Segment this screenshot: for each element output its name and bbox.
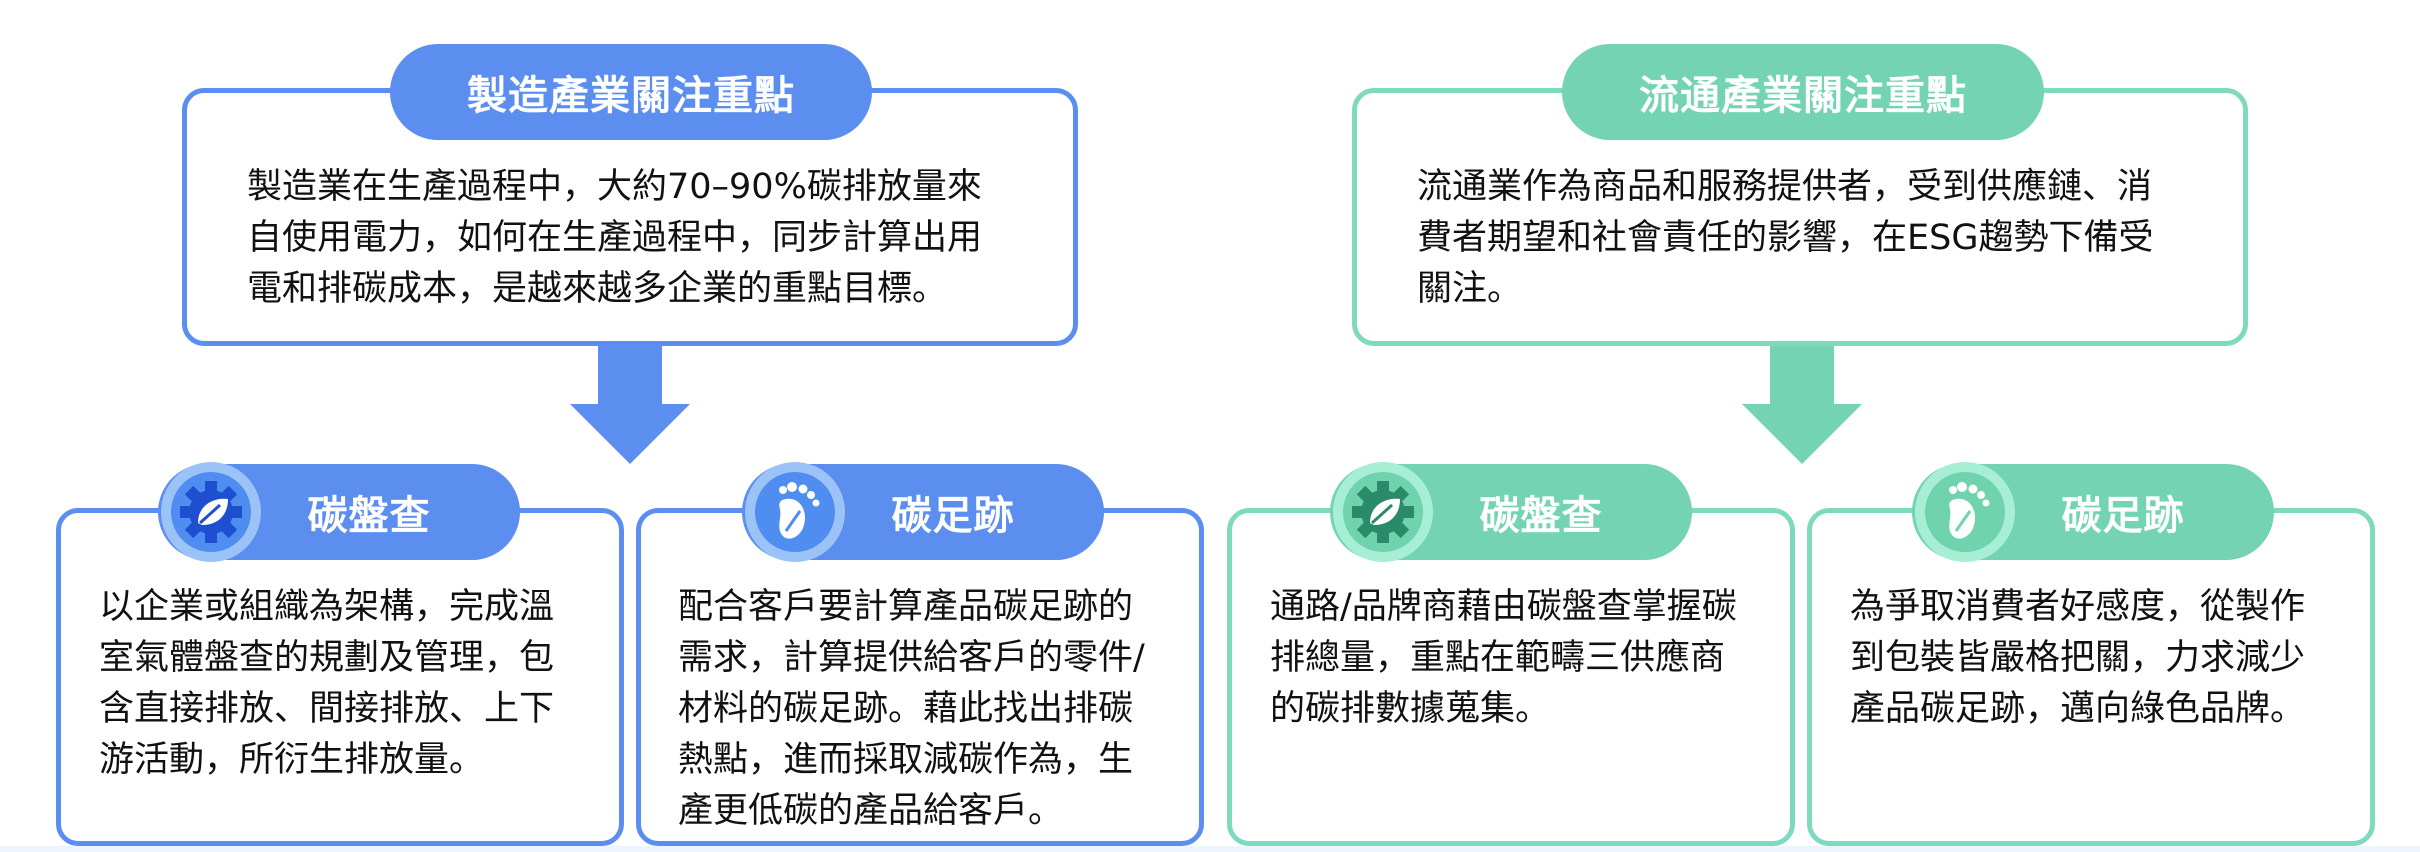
- manufacturing-inventory-title: 碳盤查: [307, 493, 431, 539]
- distribution-header: 流通產業關注重點: [1562, 44, 2044, 140]
- manufacturing-header: 製造產業關注重點: [390, 44, 872, 140]
- distribution-footprint-title: 碳足跡: [2061, 493, 2185, 539]
- gear-leaf-icon: [1330, 459, 1436, 565]
- gear-leaf-icon: [158, 459, 264, 565]
- manufacturing-footprint-card: [636, 508, 1204, 846]
- manufacturing-down-arrow: [570, 346, 690, 464]
- manufacturing-description: 製造業在生產過程中，大約70–90%碳排放量來 自使用電力，如何在生產過程中，同…: [247, 167, 983, 309]
- distribution-inventory-text: 通路/品牌商藉由碳盤查掌握碳 排總量，重點在範疇三供應商 的碳排數據蒐集。: [1270, 587, 1737, 729]
- manufacturing-footprint-title: 碳足跡: [891, 493, 1015, 539]
- distribution-down-arrow: [1742, 346, 1862, 464]
- manufacturing-inventory-card: [56, 508, 624, 846]
- manufacturing-footprint-text: 配合客戶要計算產品碳足跡的 需求，計算提供給客戶的零件/ 材料的碳足跡。藉此找出…: [678, 587, 1145, 831]
- bottom-band: [0, 846, 2420, 852]
- distribution-description: 流通業作為商品和服務提供者，受到供應鏈、消 費者期望和社會責任的影響，在ESG趨…: [1417, 167, 2154, 309]
- manufacturing-inventory-text: 以企業或組織為架構，完成溫 室氣體盤查的規劃及管理，包 含直接排放、間接排放、上…: [99, 587, 555, 780]
- footprint-icon: [1912, 459, 2018, 565]
- distribution-summary-box: [1352, 88, 2248, 346]
- distribution-inventory-title: 碳盤查: [1479, 493, 1603, 539]
- distribution-footprint-text: 為爭取消費者好感度，從製作 到包裝皆嚴格把關，力求減少 產品碳足跡，邁向綠色品牌…: [1850, 587, 2306, 729]
- footprint-icon: [742, 459, 848, 565]
